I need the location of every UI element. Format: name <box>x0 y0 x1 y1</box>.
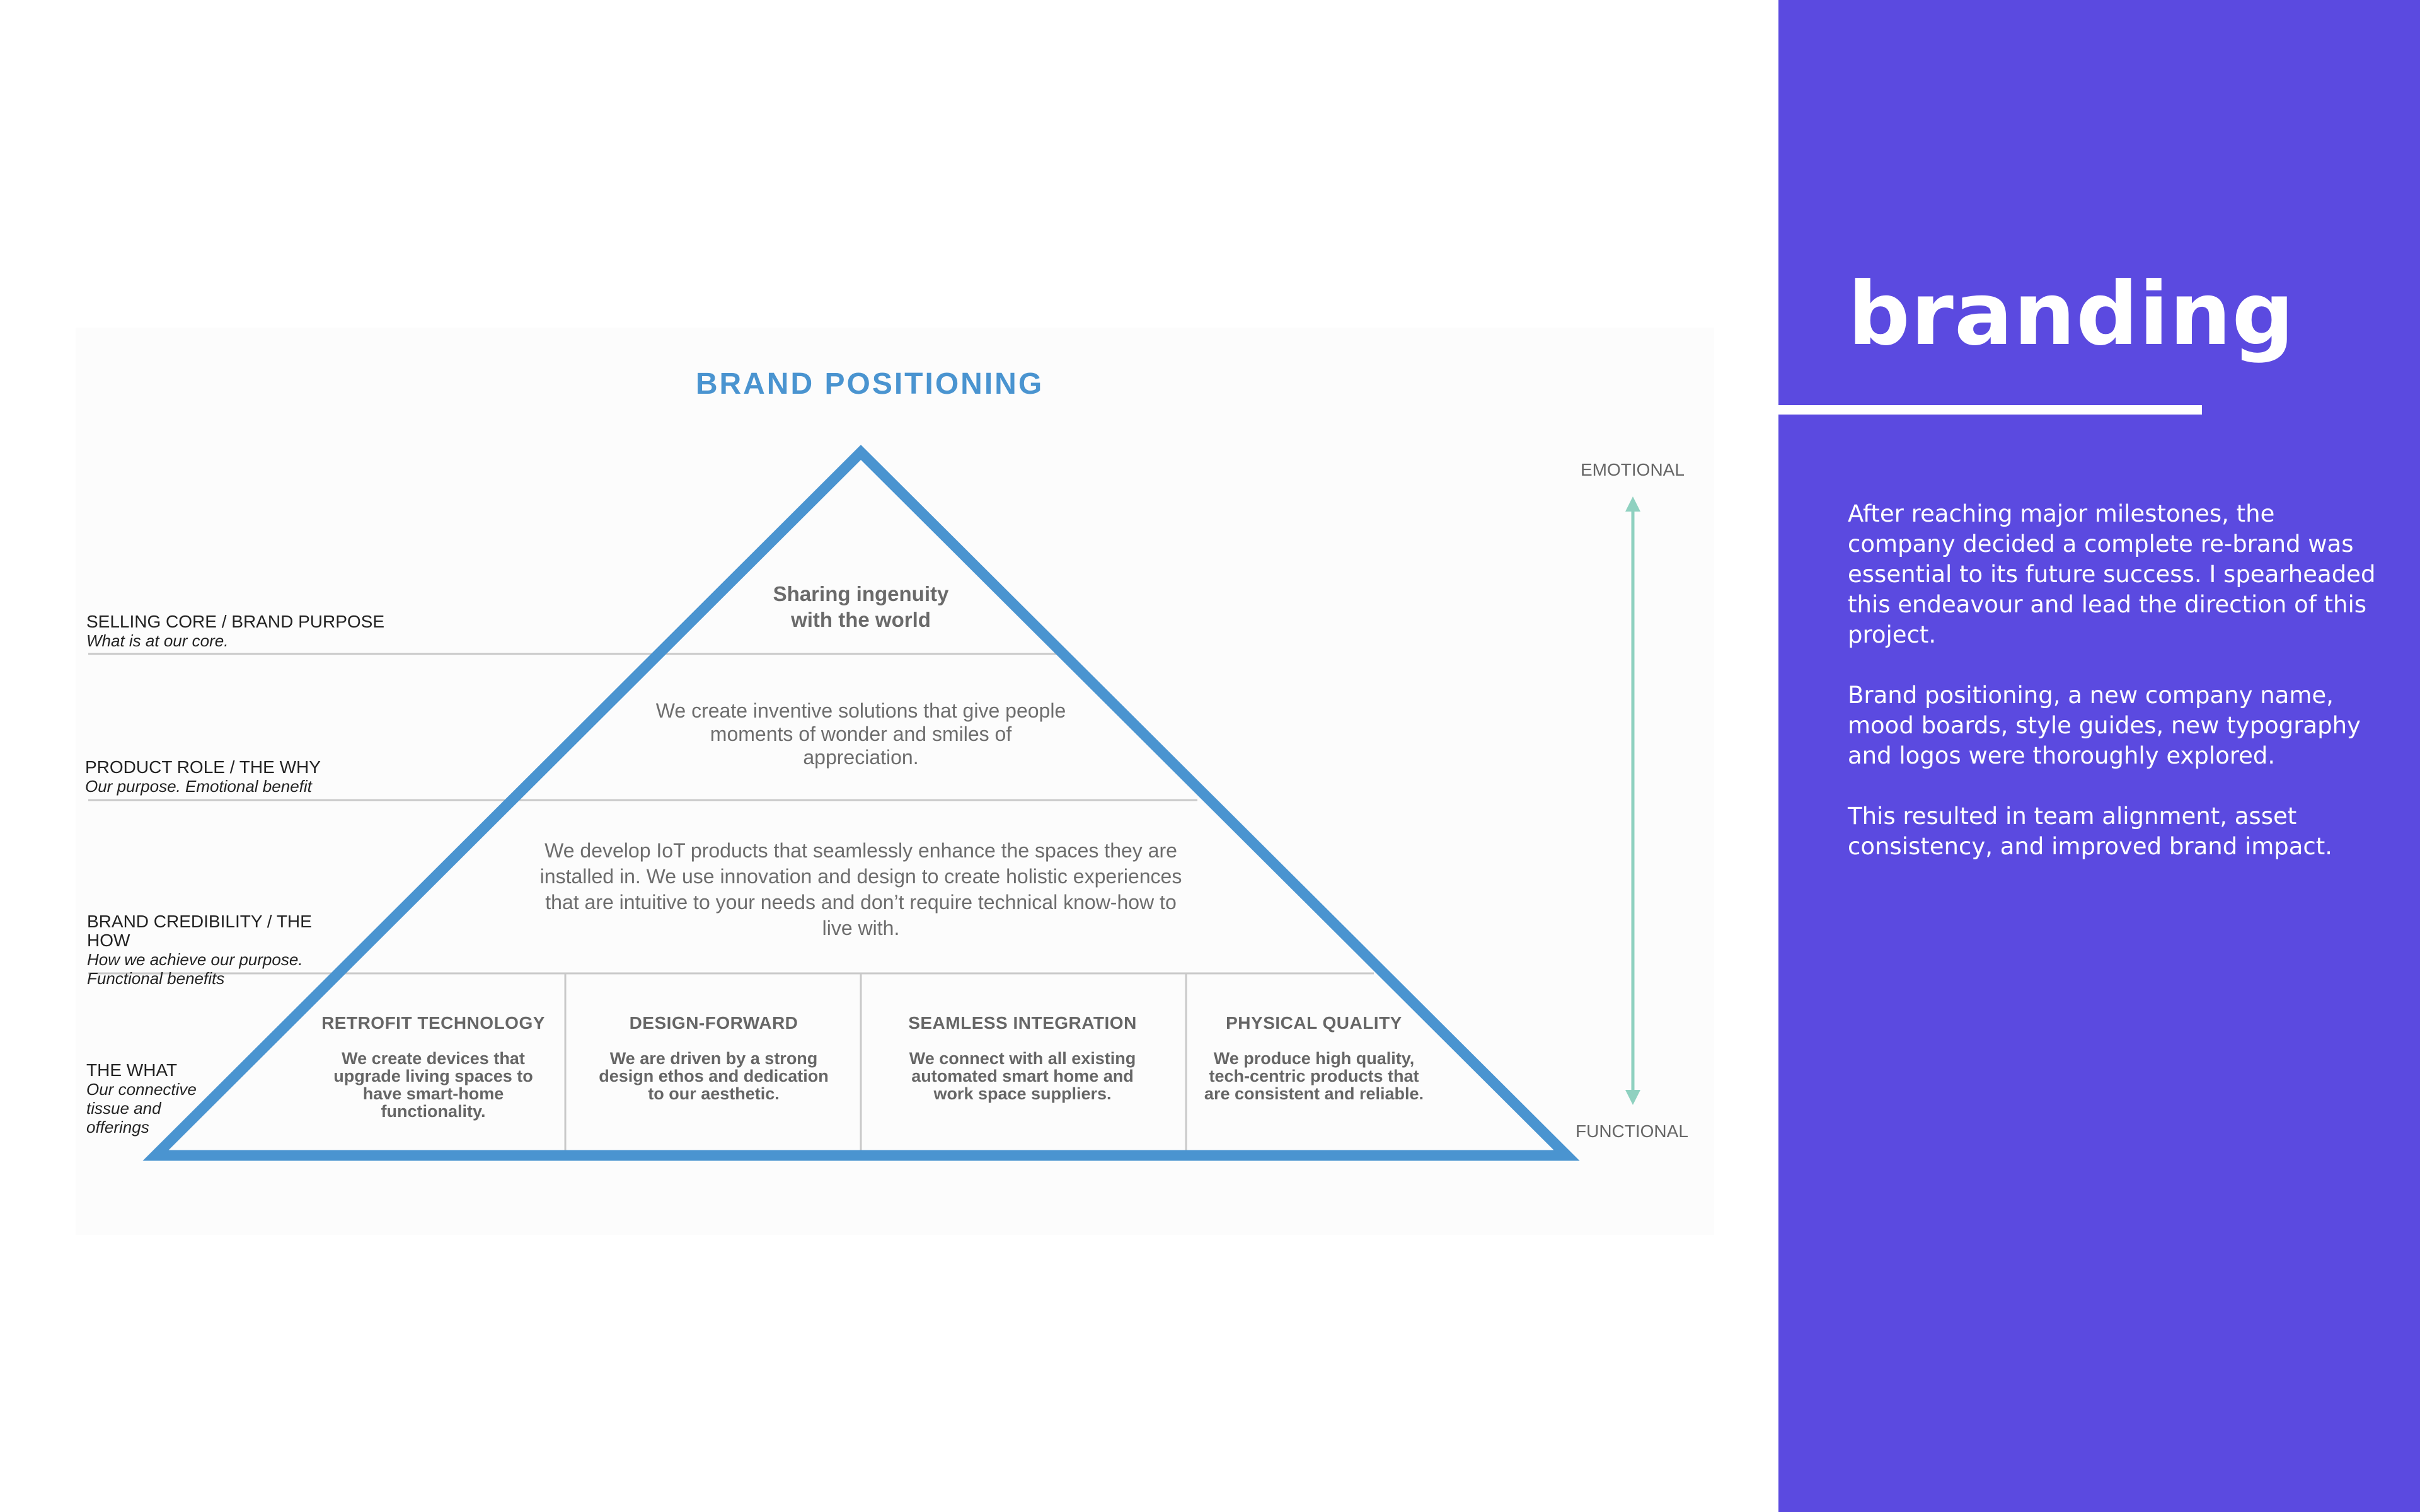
panel-title: branding <box>1848 263 2295 365</box>
axis-label-emotional: EMOTIONAL <box>1581 460 1685 479</box>
column-retrofit: RETROFIT TECHNOLOGY We create devices th… <box>321 1013 545 1121</box>
label-the-what: THE WHAT Our connective tissue and offer… <box>86 1060 197 1137</box>
description-paragraph: Brand positioning, a new company name, m… <box>1848 682 2361 769</box>
axis-label-functional: FUNCTIONAL <box>1576 1121 1688 1141</box>
column-physical-quality: PHYSICAL QUALITY We produce high quality… <box>1204 1013 1424 1103</box>
label-brand-credibility: BRAND CREDIBILITY / THE HOW How we achie… <box>87 912 312 988</box>
description-paragraph: This resulted in team alignment, asset c… <box>1848 803 2333 860</box>
panel-description: After reaching major milestones, the com… <box>1848 499 2377 892</box>
label-selling-core: SELLING CORE / BRAND PURPOSE What is at … <box>86 612 385 651</box>
arrow-head-down <box>1625 1090 1640 1105</box>
column-design-forward: DESIGN-FORWARD We are driven by a strong… <box>599 1013 829 1103</box>
tier-why-text: We create inventive solutions that give … <box>655 699 1066 769</box>
label-product-role: PRODUCT ROLE / THE WHY Our purpose. Emot… <box>85 757 321 796</box>
description-paragraph: After reaching major milestones, the com… <box>1848 500 2376 648</box>
column-seamless-integration: SEAMLESS INTEGRATION We connect with all… <box>908 1013 1137 1103</box>
title-underline <box>1778 405 2202 415</box>
arrow-head-up <box>1625 496 1640 512</box>
diagram-title: BRAND POSITIONING <box>695 367 1044 401</box>
tier-top-text: Sharing ingenuity with the world <box>773 582 949 631</box>
pyramid-outline <box>142 444 1580 1161</box>
branding-panel <box>1778 0 2420 1512</box>
tier-how-text: We develop IoT products that seamlessly … <box>539 839 1182 939</box>
